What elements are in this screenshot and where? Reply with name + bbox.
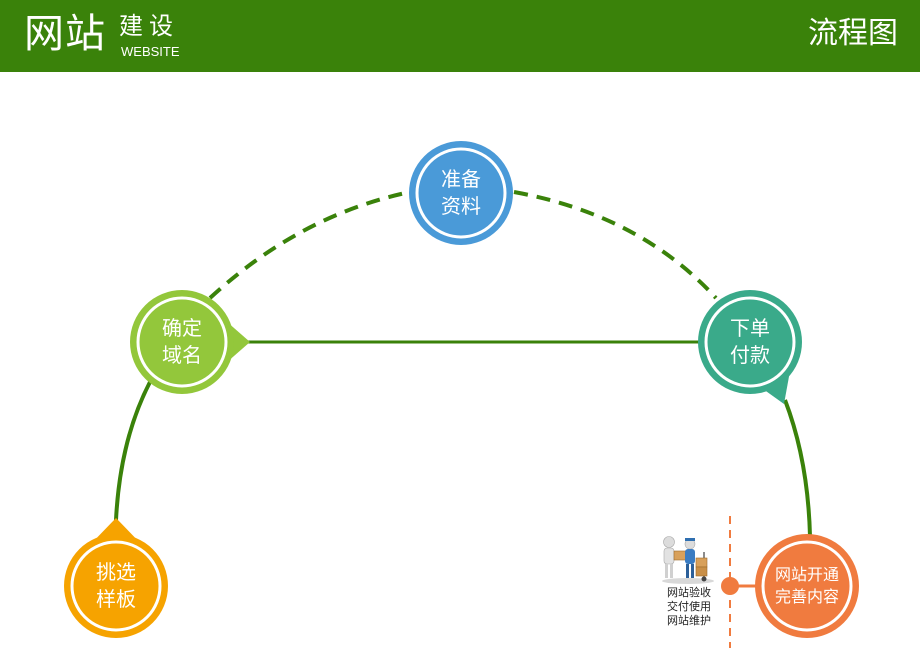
step-confirm-domain-ring: [136, 296, 228, 388]
connector-right-arc: [783, 399, 812, 537]
delivery-figure-icon: [662, 536, 714, 584]
step-site-launch-circle: [755, 534, 859, 638]
step-confirm-domain[interactable]: [130, 290, 250, 394]
page-title: 流程图: [808, 16, 898, 51]
step-select-template[interactable]: [64, 518, 168, 638]
step-prepare-materials-ring: [415, 147, 507, 239]
step-confirm-domain-circle: [130, 290, 234, 394]
step-order-pay[interactable]: [698, 290, 802, 404]
step-order-pay-ring: [704, 296, 796, 388]
step-confirm-domain-label: 确定 域名: [162, 316, 202, 367]
step-order-pay-label: 下单 付款: [730, 316, 770, 367]
step-select-template-label: 挑选 样板: [96, 560, 136, 611]
brand-sub: 建设: [119, 12, 179, 40]
side-marker-dot: [721, 577, 739, 595]
step-site-launch-label: 网站开通 完善内容: [774, 565, 839, 606]
side-note-text: 网站验收 交付使用 网站维护: [667, 586, 711, 627]
brand-english: WEBSITE: [121, 44, 180, 59]
header-bar: 网站 建设 WEBSITE 流程图: [0, 0, 920, 72]
step-site-launch[interactable]: [755, 534, 859, 638]
step-select-template-ring: [70, 540, 162, 632]
step-prepare-materials-label: 准备 资料: [441, 167, 481, 218]
connector-top-left-dashed: [208, 190, 411, 300]
step-select-template-circle: [64, 534, 168, 638]
connector-left-arc: [114, 381, 152, 521]
connector-top-right-dashed: [513, 190, 718, 300]
step-prepare-materials-circle: [409, 141, 513, 245]
step-prepare-materials[interactable]: [409, 141, 513, 245]
step-order-pay-circle: [698, 290, 802, 394]
step-site-launch-ring: [761, 540, 853, 632]
brand-main: 网站: [24, 11, 106, 57]
